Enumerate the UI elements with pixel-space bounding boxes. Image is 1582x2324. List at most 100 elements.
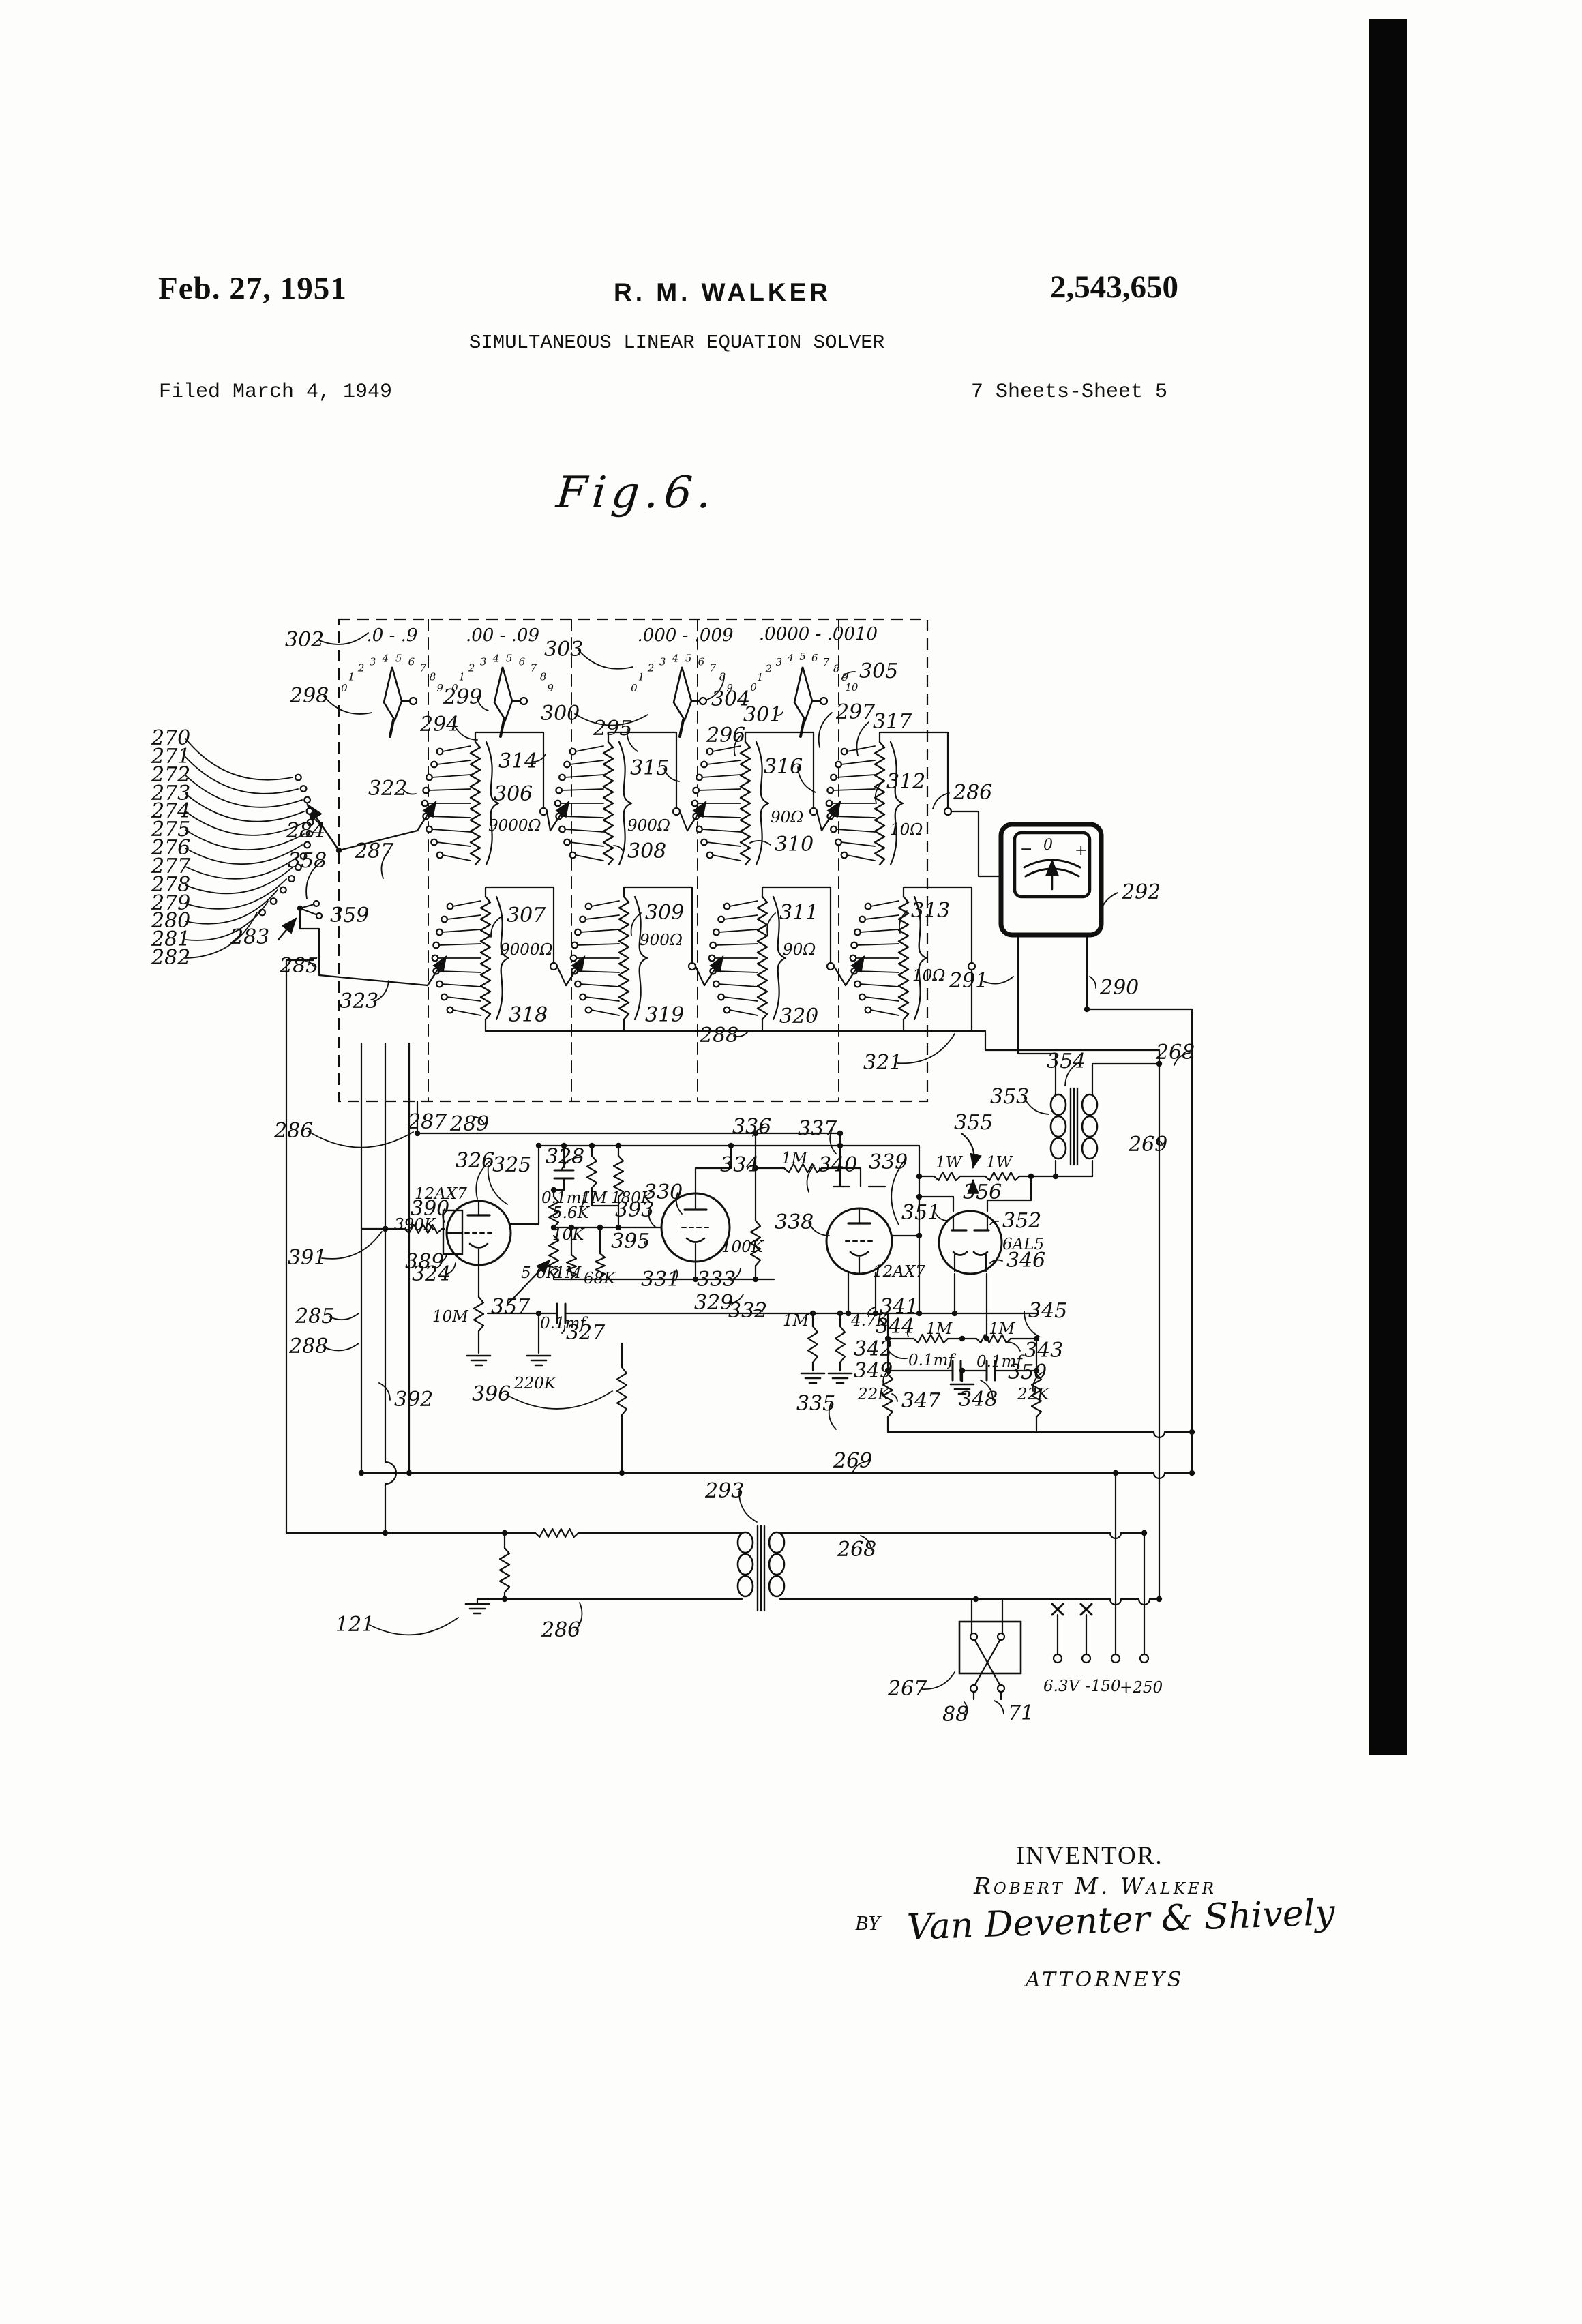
junction-dot [1033,1367,1040,1374]
vacuum-tube-6al5 [938,1210,1003,1275]
leader-line [738,1491,758,1523]
contact-circle [700,838,708,846]
ref-label-287: 287 [407,1110,447,1134]
wire [834,1325,846,1364]
ref-label-10Ω: 10Ω [912,967,945,985]
dial-digit: 9 [547,682,554,694]
leader-line [766,912,776,936]
leader-line [185,844,303,865]
leader-line [887,1349,908,1360]
contact-circle [574,928,582,936]
ref-label-90Ω: 90Ω [771,809,803,826]
brace [618,741,633,866]
wire [761,886,832,964]
contact-circle [305,830,314,837]
leader-line [1156,1139,1163,1146]
ref-label-300: 300 [541,702,580,726]
ref-label-393: 393 [615,1198,654,1222]
wire [706,760,741,765]
contact-circle [692,786,700,794]
wire [835,774,876,778]
wire [832,788,876,791]
wire [832,816,876,818]
contact-circle [967,962,976,971]
wire [859,929,899,933]
ref-label-293: 293 [704,1479,744,1503]
leader-line [373,980,389,1002]
dial-digit: 0 [341,682,348,694]
ref-label-310: 310 [775,833,814,856]
contact-circle [295,863,302,872]
contact-circle [303,841,312,849]
contact-circle [859,993,866,1001]
wire [749,1219,762,1267]
dial-digit: 2 [468,662,475,674]
wire [569,760,604,765]
ref-label-268: 268 [837,1538,876,1562]
ref-label-343: 343 [1024,1339,1063,1362]
leader-line [818,712,833,748]
brace [755,741,770,866]
wire [706,841,741,847]
wire [820,800,841,832]
ref-label-327: 327 [566,1321,606,1345]
leader-line [532,754,546,762]
dial-digit: 7 [823,656,830,668]
leader-line [329,1313,359,1321]
leader-line [613,845,624,852]
wire [612,1154,625,1198]
brace [495,895,510,1021]
leader-line [1174,1052,1191,1066]
wire [534,1528,580,1538]
wire [864,914,899,920]
wire [878,731,949,809]
contact-circle [709,941,717,949]
dial-digit: 8 [540,671,547,683]
leader-line [185,775,303,808]
dial-digit: 0 [451,682,458,694]
leader-line [1032,1372,1043,1392]
ref-label-339: 339 [869,1150,908,1174]
ref-label-390K: 390K [394,1216,437,1234]
leader-line [733,735,741,756]
ref-label-316: 316 [764,755,803,779]
contact-circle [436,980,443,988]
contact-circle [269,897,278,905]
ref-label-353: 353 [990,1085,1029,1109]
leader-line [453,724,478,741]
contact-circle [295,773,302,781]
ref-label-0.1mf: 0.1mf [976,1353,1024,1371]
ref-label-280: 280 [151,909,190,933]
leader-line [475,1116,485,1125]
contact-circle [696,825,703,833]
wire [678,810,689,832]
leader-line [906,1326,910,1337]
leader-line [445,1262,456,1275]
junction-dot [692,1276,699,1283]
leader-line [1007,1341,1021,1352]
contact-circle [1139,1653,1150,1664]
wire [618,895,630,1021]
ref-label-348: 348 [959,1388,998,1412]
dial-digit: 6 [519,655,526,668]
wire [479,895,492,1021]
wire [833,965,847,987]
dial-digit: 5 [395,653,402,665]
ref-label-296: 296 [706,724,745,747]
leader-line [561,1325,566,1334]
ref-label-288: 288 [288,1335,328,1358]
ref-label-5.6K: 5.6K [552,1204,591,1222]
ref-label-304: 304 [711,687,750,711]
junction-dot [588,1142,595,1149]
dial-pointer [793,666,814,722]
leader-line [728,1294,744,1304]
ref-label-1M: 1M [926,1320,953,1338]
contact-circle [446,1006,454,1014]
ref-label-334: 334 [720,1153,759,1177]
wire [575,854,604,861]
dial-range-label: .00 - .09 [466,625,539,646]
contact-circle [687,962,697,971]
contact-circle [840,851,848,859]
